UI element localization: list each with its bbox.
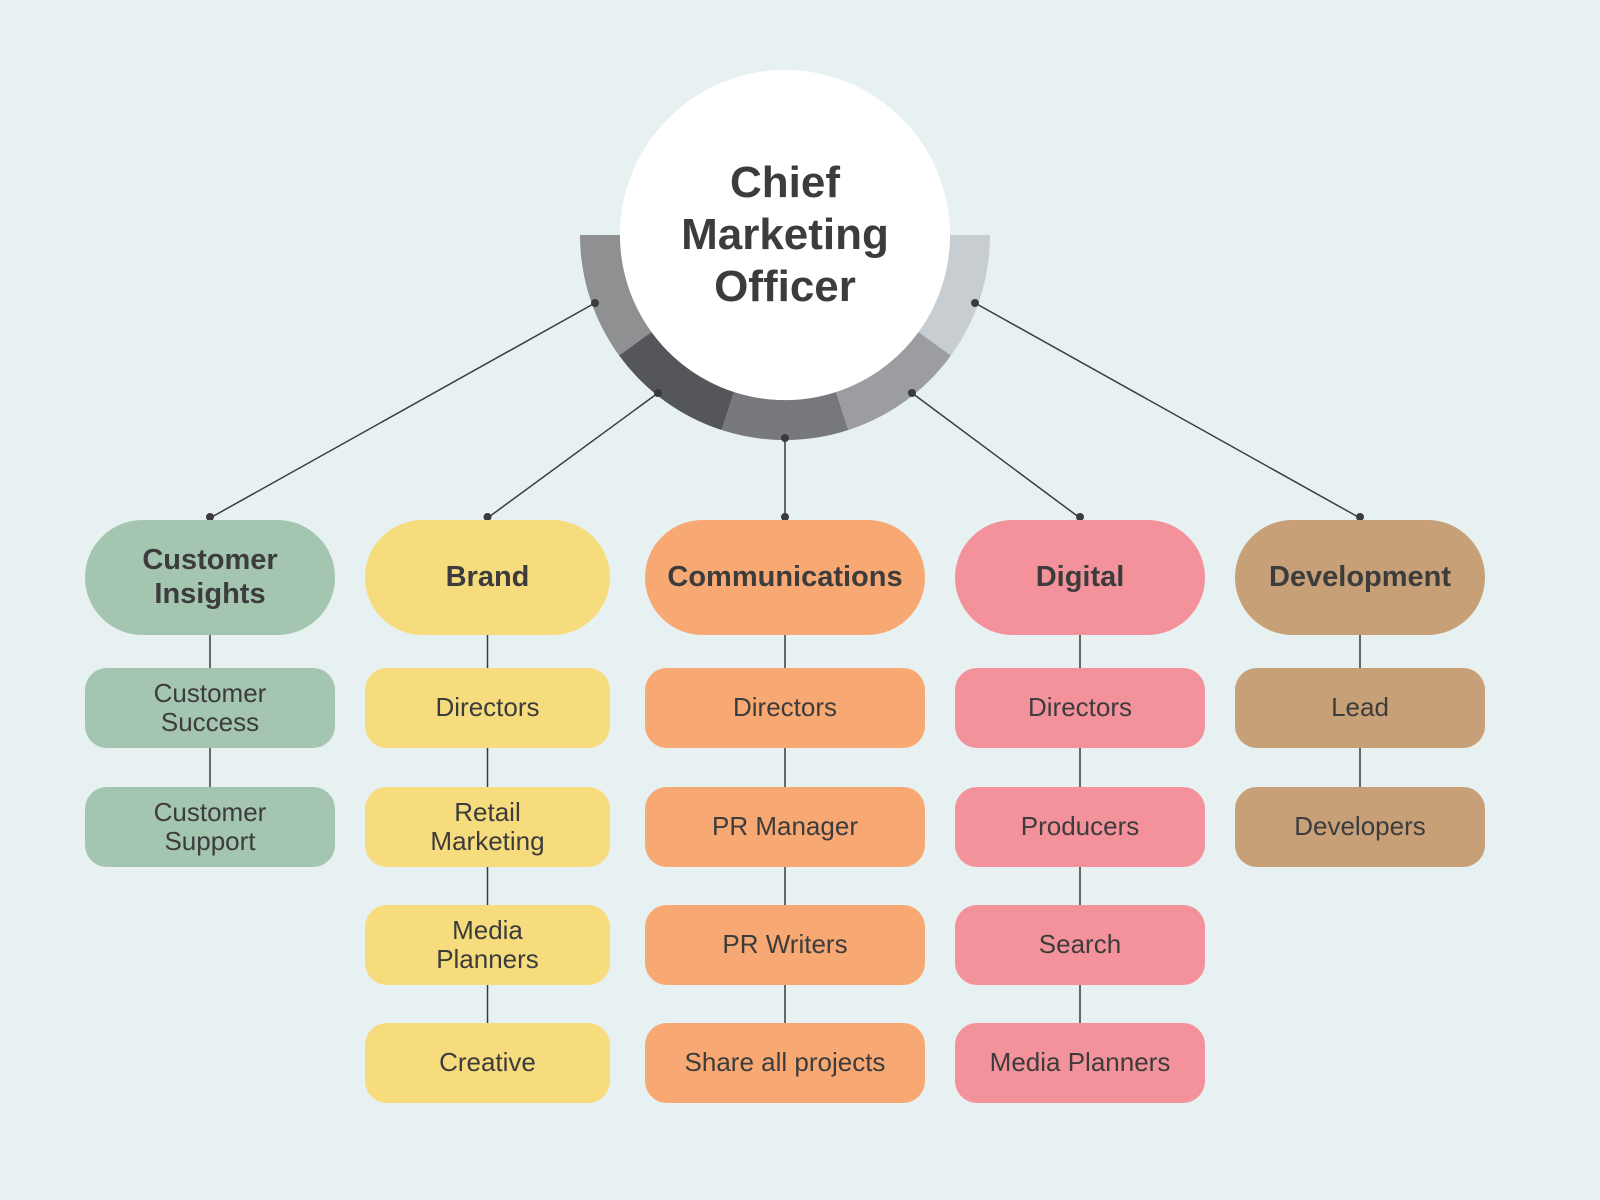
node-customer-success: Customer Success [85,668,335,748]
arc-segment-4 [835,331,951,431]
connector-line-customer-insights [209,302,596,519]
node-digital-media-planners: Media Planners [955,1023,1205,1103]
node-brand-media-planners: Media Planners [365,905,610,985]
connector-dot [483,513,492,521]
connector-dot [781,513,789,521]
arc-segment-1 [580,234,652,356]
connector-dot [1356,513,1364,521]
node-pr-manager: PR Manager [645,787,925,867]
node-share-all-projects: Share all projects [645,1023,925,1103]
node-brand-directors: Directors [365,668,610,748]
branch-header-brand: Brand [365,520,610,635]
connector-dot [1076,513,1084,521]
node-lead: Lead [1235,668,1485,748]
connector-dot [206,513,214,521]
node-producers: Producers [955,787,1205,867]
connector-line-brand [487,392,659,519]
node-pr-writers: PR Writers [645,905,925,985]
arc-segment-3 [721,391,849,440]
connector-dot [971,299,979,307]
root-node: Chief Marketing Officer [620,70,950,400]
node-customer-support: Customer Support [85,787,335,867]
node-search: Search [955,905,1205,985]
connector-line-development [974,302,1361,519]
connector-line-digital [911,392,1081,519]
connector-dot [781,434,789,442]
connector-dot [654,389,662,397]
arc-segment-5 [918,234,990,356]
branch-header-customer-insights: Customer Insights [85,520,335,635]
branch-header-communications: Communications [645,520,925,635]
node-developers: Developers [1235,787,1485,867]
branch-header-development: Development [1235,520,1485,635]
node-comms-directors: Directors [645,668,925,748]
root-title: Chief Marketing Officer [681,158,889,311]
node-digital-directors: Directors [955,668,1205,748]
arc-segment-2 [619,331,735,431]
node-retail-marketing: Retail Marketing [365,787,610,867]
connector-dot [591,299,599,307]
branch-header-digital: Digital [955,520,1205,635]
node-creative: Creative [365,1023,610,1103]
connector-dot [908,389,916,397]
